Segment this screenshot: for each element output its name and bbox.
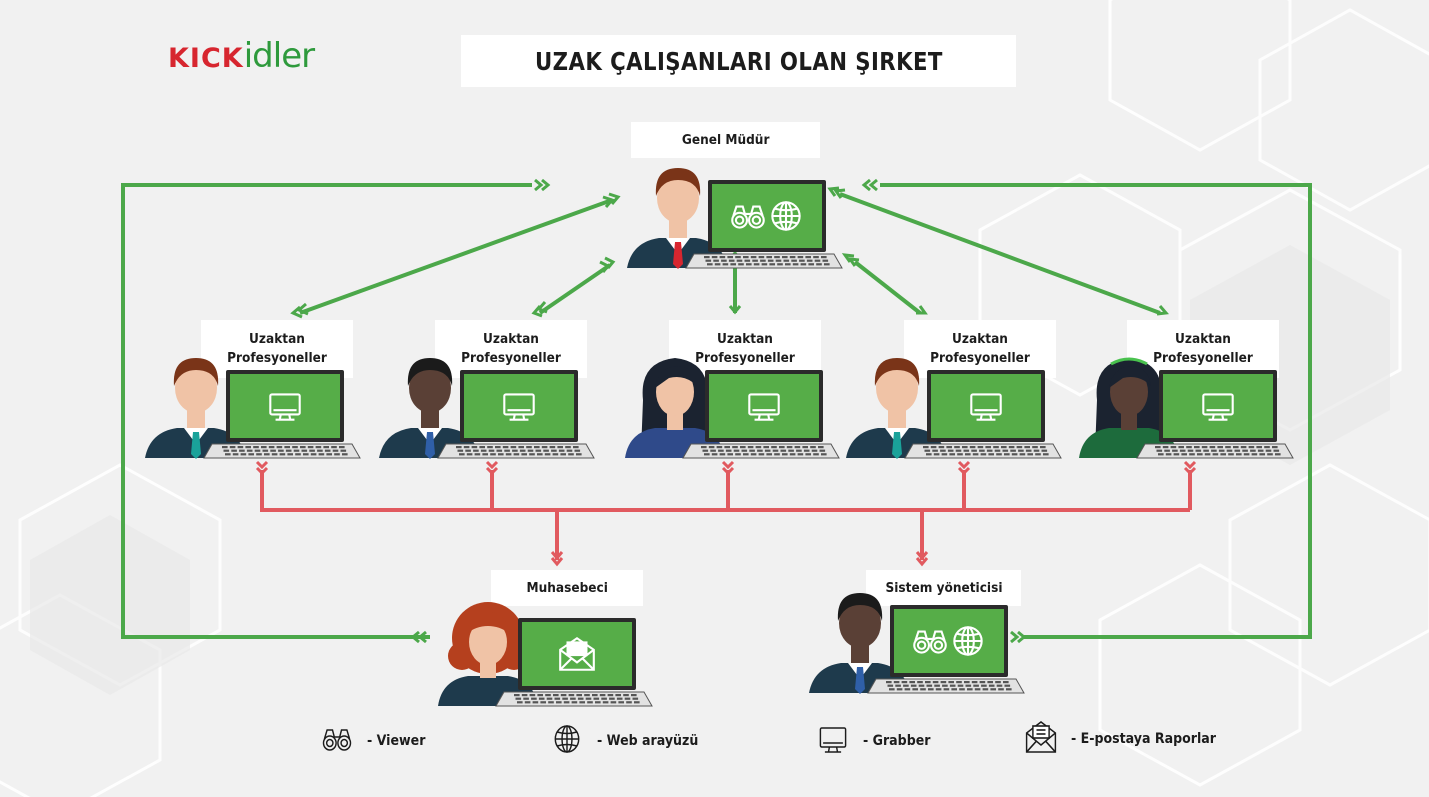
remote-node-5[interactable] [1075, 340, 1294, 475]
remote-node-1[interactable] [142, 340, 361, 475]
remote-node-4[interactable] [843, 340, 1062, 475]
globe-icon [549, 722, 585, 760]
person-avatar [846, 358, 947, 459]
monitor-icon [503, 393, 535, 421]
accountant-label: Muhasebeci [491, 570, 643, 606]
globe-icon [953, 626, 983, 656]
sysadmin-node[interactable] [806, 575, 1025, 710]
remote-node-3[interactable] [621, 340, 840, 475]
laptop [203, 370, 361, 459]
director-node[interactable] [624, 150, 843, 285]
laptop [685, 180, 843, 269]
remote-node-2[interactable] [376, 340, 595, 475]
monitor-icon [748, 393, 780, 421]
laptop [904, 370, 1062, 459]
monitor-icon [1202, 393, 1234, 421]
sysadmin-label: Sistem yöneticisi [866, 570, 1021, 606]
laptop [682, 370, 840, 459]
kickidler-logo[interactable]: KICKidler [168, 36, 315, 76]
monitor-icon [815, 722, 851, 760]
envelope-icon [559, 636, 595, 671]
director-label: Genel Müdür [631, 122, 820, 158]
legend-viewer: - Viewer [311, 724, 432, 758]
diagram-title: UZAK ÇALIŞANLARI OLAN ŞIRKET [534, 46, 943, 76]
monitor-icon [269, 393, 301, 421]
legend-email-label: - E-postaya Raporlar [1071, 731, 1216, 747]
monitor-icon [970, 393, 1002, 421]
accountant-node[interactable] [434, 588, 653, 723]
globe-icon [771, 201, 801, 231]
remote-label-2: Uzaktan Profesyoneller [435, 320, 587, 378]
legend-email: - E-postaya Raporlar [1015, 720, 1232, 758]
legend-viewer-label: - Viewer [367, 733, 426, 749]
binoculars-icon [913, 630, 947, 654]
binoculars-icon [731, 205, 765, 229]
legend-grabber-label: - Grabber [863, 733, 931, 749]
remote-label-4: Uzaktan Profesyoneller [904, 320, 1056, 378]
laptop [1136, 370, 1294, 459]
legend-grabber: - Grabber [807, 724, 938, 758]
remote-label-5: Uzaktan Profesyoneller [1127, 320, 1279, 378]
binoculars-icon [319, 722, 355, 760]
diagram-title-box: UZAK ÇALIŞANLARI OLAN ŞIRKET [461, 35, 1016, 87]
laptop [867, 605, 1025, 694]
envelope-icon [1023, 720, 1059, 758]
legend-web: - Web arayüzü [541, 724, 710, 758]
laptop [437, 370, 595, 459]
legend-web-label: - Web arayüzü [597, 733, 699, 749]
remote-label-1: Uzaktan Profesyoneller [201, 320, 353, 378]
laptop [495, 618, 653, 707]
